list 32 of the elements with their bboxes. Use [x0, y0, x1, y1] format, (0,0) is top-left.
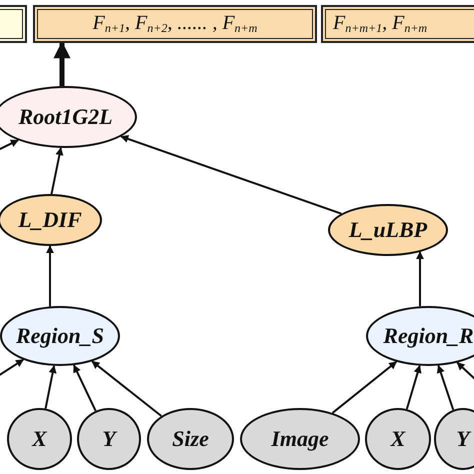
feature-box — [33, 5, 317, 43]
arrow — [332, 360, 398, 414]
feature-box — [0, 5, 27, 43]
node-label: Region_S — [14, 323, 106, 349]
node-label: X — [389, 426, 407, 452]
feature-list: F$_{n+m+1}$, F$_{n+m}$ — [333, 12, 428, 36]
arrow — [50, 147, 64, 194]
arrow — [456, 362, 474, 381]
node-label: Y — [101, 426, 118, 452]
arrow — [72, 364, 96, 412]
arrow — [44, 365, 57, 409]
arrow — [46, 245, 54, 306]
node-label: L_uLBP — [348, 217, 428, 243]
node-label: Size — [171, 426, 210, 452]
arrow — [120, 135, 342, 215]
node-label: Region_R — [382, 323, 474, 349]
ellipse-node — [0, 194, 102, 246]
arrow — [54, 41, 70, 86]
feature-box — [321, 5, 474, 43]
ellipse-node — [366, 306, 474, 366]
node-label: Root1G2L — [17, 104, 114, 130]
node-label: L_DIF — [17, 207, 83, 233]
arrow — [416, 251, 424, 306]
arrow — [406, 364, 422, 410]
node-label: Image — [270, 426, 330, 452]
feature-list: F$_{n+1}$, F$_{n+2}$, ...... , F$_{n+m}$ — [92, 12, 258, 36]
node-label: X — [30, 426, 48, 452]
arrow — [436, 364, 454, 410]
arrow — [91, 360, 162, 417]
arrow — [0, 358, 24, 377]
node-label: Y — [455, 426, 472, 452]
arrow — [0, 139, 19, 151]
